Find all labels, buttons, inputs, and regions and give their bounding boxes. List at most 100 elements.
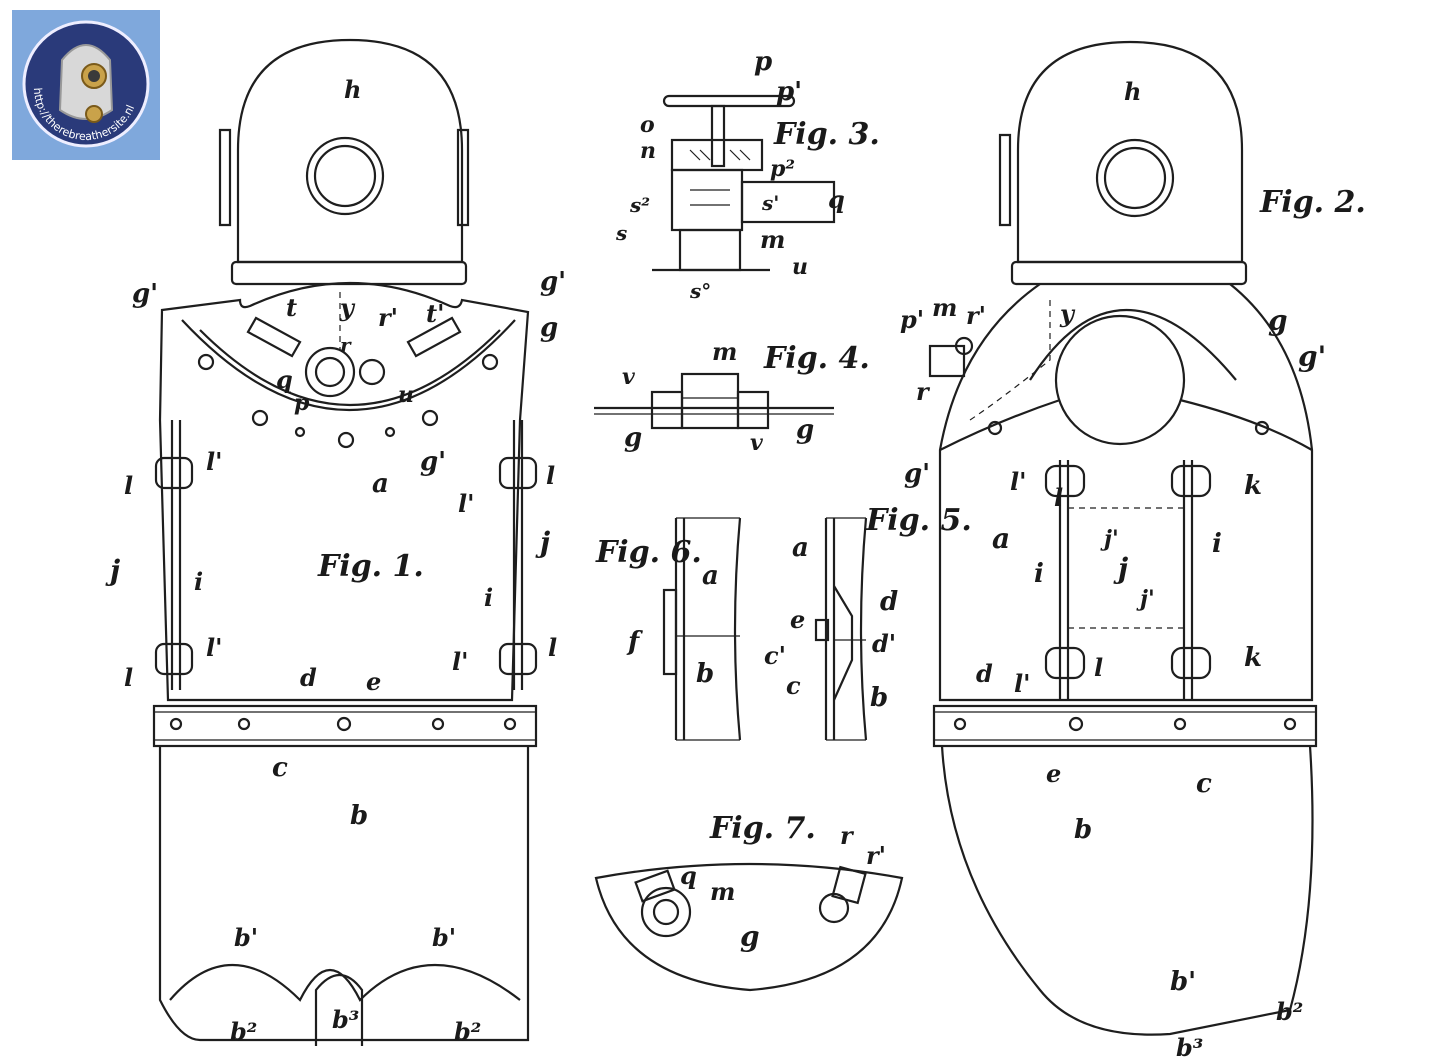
fig3-label-p2: p² (770, 156, 795, 182)
fig2-title: Fig. 2. (1259, 185, 1366, 220)
fig4-label-g-left: g (624, 423, 642, 453)
fig3-label-s0: s° (689, 279, 711, 303)
fig2-label-m: m (932, 293, 957, 322)
fig3-title: Fig. 3. (773, 117, 880, 152)
fig5-label-e: e (790, 605, 805, 634)
fig2-label-j1-bottom: j' (1136, 586, 1155, 612)
fig2-label-lp-bottom: l' (1014, 669, 1030, 698)
fig5-label-c1: c' (764, 641, 786, 670)
fig2-label-r: r (916, 377, 931, 406)
fig1-label-u: u (398, 382, 414, 408)
fig1-label-y: y (339, 293, 356, 322)
fig1-title: Fig. 1. (317, 549, 424, 584)
fig1-label-g: g (540, 313, 558, 343)
fig2-label-c: c (1196, 769, 1212, 799)
fig7-label-g: g (740, 920, 760, 953)
fig2-label-j1-top: j' (1100, 526, 1119, 552)
fig2-label-e: e (1046, 759, 1061, 788)
fig2-label-p1: p' (900, 305, 924, 334)
fig1-label-p: p (294, 390, 310, 416)
fig1-label-t1: t' (426, 299, 444, 328)
fig6-label-a: a (702, 561, 719, 591)
fig1-label-b2-right: b² (454, 1017, 481, 1046)
fig3-label-s: s (615, 221, 627, 245)
fig1-label-b3: b³ (332, 1005, 359, 1034)
fig3-label-o: o (640, 112, 655, 138)
fig3-label-p: p (754, 47, 772, 77)
fig7-title: Fig. 7. (709, 811, 816, 846)
fig4-label-g-right: g (796, 415, 814, 445)
fig1-label-b: b (350, 801, 368, 831)
fig1-label-l-bl: l (124, 663, 133, 692)
fig5-label-c: c (786, 671, 801, 700)
fig5-label-a: a (792, 533, 809, 563)
fig7-label-r: r (840, 821, 855, 850)
fig1-label-j-left: j (105, 554, 120, 587)
fig1-label-i-left: i (194, 567, 203, 596)
fig2-label-k-bottom: k (1244, 643, 1262, 673)
fig1-label-b1-left: b' (234, 923, 258, 952)
fig2-label-lp-top: l' (1010, 467, 1026, 496)
fig1-label-a: a (372, 469, 389, 499)
diver-logo-icon: http://therebreathersite.nl (22, 20, 150, 148)
fig1-label-d: d (300, 663, 317, 692)
fig5-label-d1: d' (872, 629, 896, 658)
fig6-title: Fig. 6. (595, 535, 702, 570)
fig2-label-gp-left: g' (904, 459, 930, 489)
fig1-label-b2-left: b² (230, 1017, 257, 1046)
fig3-label-n: n (640, 138, 656, 164)
fig2-label-g: g (1268, 304, 1288, 337)
fig1-label-gp-left: g' (132, 279, 158, 309)
fig2-label-k-top: k (1244, 471, 1262, 501)
fig6-label-f: f (626, 627, 643, 657)
fig1-label-c: c (272, 753, 288, 783)
fig2-label-a: a (992, 522, 1010, 555)
fig3-label-q: q (828, 185, 845, 214)
fig1-label-lp-tr: l' (458, 489, 474, 518)
fig2-label-b: b (1074, 815, 1092, 845)
fig7-label-m: m (710, 877, 735, 906)
fig3-label-p1: p' (776, 77, 802, 107)
fig3-label-m: m (760, 225, 785, 254)
fig1-label-b1-right: b' (432, 923, 456, 952)
fig2-label-b2: b² (1276, 997, 1303, 1026)
fig5 (814, 517, 868, 741)
fig2-label-b3: b³ (1176, 1033, 1203, 1062)
fig2-label-j: j (1113, 552, 1128, 585)
fig1-label-gp-right: g' (540, 267, 566, 297)
fig4 (594, 372, 834, 430)
fig3-label-s1: s' (761, 191, 779, 215)
fig4-label-v-right: v (750, 430, 763, 456)
fig5-label-d: d (880, 587, 898, 617)
fig3 (652, 94, 836, 272)
fig2-label-l-bottom: l (1094, 653, 1103, 682)
fig6 (662, 517, 742, 741)
fig2-label-gp: g' (1298, 340, 1326, 373)
fig2-label-i-right: i (1212, 529, 1222, 559)
fig1-label-h: h (344, 75, 361, 104)
fig1-label-t: t (286, 293, 297, 322)
fig1-label-r1: r' (378, 303, 398, 332)
fig1-label-l-br: l (548, 633, 557, 662)
fig4-title: Fig. 4. (763, 341, 870, 376)
fig4-label-v-left: v (622, 364, 635, 390)
fig2-label-r1: r' (966, 301, 986, 330)
site-logo[interactable]: http://therebreathersite.nl (12, 10, 160, 160)
fig7-label-q: q (680, 861, 697, 890)
fig2-label-d: d (976, 659, 993, 688)
fig2-label-b1: b' (1170, 967, 1196, 997)
fig1-label-i-right: i (484, 583, 493, 612)
fig1-label-gp-bottom: g' (420, 447, 446, 477)
fig1-label-l-tr: l (546, 461, 555, 490)
fig2-label-h: h (1124, 77, 1141, 106)
fig2-label-i-left: i (1034, 559, 1044, 589)
fig1-label-q: q (276, 365, 293, 394)
fig1-label-lp-tl: l' (206, 447, 222, 476)
fig3-label-s2: s² (629, 193, 650, 217)
fig2-label-l-top: l (1054, 483, 1063, 512)
fig7 (594, 862, 904, 992)
fig1-label-e: e (366, 667, 381, 696)
fig4-label-m: m (712, 337, 737, 366)
